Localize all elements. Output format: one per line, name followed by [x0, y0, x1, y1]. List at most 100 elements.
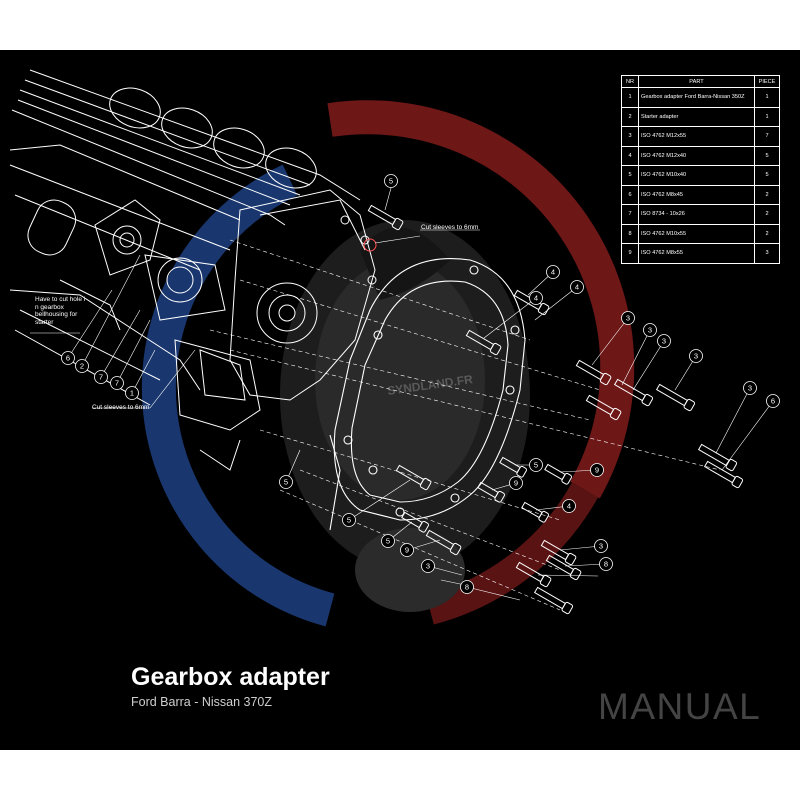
balloon-label: 6 [771, 397, 775, 406]
row-part: ISO 4762 M8x45 [638, 184, 755, 205]
header-nr: NR [621, 75, 639, 88]
balloon: 7 [94, 370, 108, 384]
row-part: Gearbox adapter Ford Barra-Nissan 350Z [638, 87, 755, 108]
parts-table-header: NR PART PIECE [621, 75, 780, 88]
row-part: ISO 8734 - 10x26 [638, 204, 755, 225]
engine-block [9, 69, 377, 471]
header-part: PART [638, 75, 755, 88]
row-nr: 5 [621, 165, 639, 186]
balloon: 4 [529, 291, 543, 305]
drawing-sheet: SYNDLAND.FR [0, 50, 800, 750]
watermark-gear-logo: SYNDLAND.FR [141, 100, 635, 627]
balloon: 5 [279, 475, 293, 489]
balloon-label: 8 [604, 560, 608, 569]
balloon: 3 [621, 311, 635, 325]
balloon-label: 8 [465, 583, 469, 592]
balloon-label: 3 [648, 326, 652, 335]
row-nr: 3 [621, 126, 639, 147]
balloon-label: 7 [115, 379, 119, 388]
manual-label: MANUAL [598, 686, 762, 727]
balloon-label: 2 [80, 362, 84, 371]
balloon-label: 3 [426, 562, 430, 571]
balloon-label: 9 [405, 546, 409, 555]
row-part: Starter adapter [638, 106, 755, 127]
row-nr: 7 [621, 204, 639, 225]
balloon: 9 [509, 476, 523, 490]
balloon: 4 [570, 280, 584, 294]
balloon-label: 1 [130, 389, 134, 398]
balloon: 1 [125, 386, 139, 400]
balloon-label: 3 [748, 384, 752, 393]
balloon: 8 [460, 580, 474, 594]
row-piece: 7 [754, 126, 780, 147]
balloon: 5 [529, 458, 543, 472]
cut-sleeves-note-bottom: Cut sleeves to 6mm [92, 404, 150, 411]
balloon-label: 5 [386, 537, 390, 546]
balloon-label: 5 [347, 516, 351, 525]
row-part: ISO 4762 M10x55 [638, 223, 755, 244]
row-piece: 2 [754, 223, 780, 244]
exploded-assembly-drawing: SYNDLAND.FR [9, 69, 780, 627]
balloon-label: 4 [575, 283, 579, 292]
balloon-label: 9 [595, 466, 599, 475]
balloon: 3 [743, 381, 757, 395]
page-title: Gearbox adapter [131, 663, 330, 691]
watermark-gear-blue [141, 164, 335, 627]
row-piece: 5 [754, 165, 780, 186]
balloon: 5 [342, 513, 356, 527]
row-nr: 9 [621, 243, 639, 264]
row-nr: 1 [621, 87, 639, 108]
row-part: ISO 4762 M8x55 [638, 243, 755, 264]
balloon-label: 7 [99, 373, 103, 382]
balloon-label: 3 [626, 314, 630, 323]
balloon-label: 4 [534, 294, 538, 303]
balloon-label: 9 [514, 479, 518, 488]
balloon: 6 [61, 351, 75, 365]
balloon: 9 [590, 463, 604, 477]
balloon-label: 5 [284, 478, 288, 487]
balloon-label: 3 [662, 337, 666, 346]
row-nr: 6 [621, 184, 639, 205]
adapter-plate [329, 258, 526, 531]
balloon: 3 [689, 349, 703, 363]
alignment-lines [209, 239, 721, 611]
balloon-label: 5 [534, 461, 538, 470]
row-part: ISO 4762 M12x40 [638, 145, 755, 166]
row-piece: 1 [754, 106, 780, 127]
row-piece: 2 [754, 204, 780, 225]
balloon: 8 [599, 557, 613, 571]
balloon-label: 3 [599, 542, 603, 551]
header-piece: PIECE [754, 75, 780, 88]
row-piece: 3 [754, 243, 780, 264]
balloon: 2 [75, 359, 89, 373]
balloon: 3 [657, 334, 671, 348]
row-piece: 1 [754, 87, 780, 108]
balloon: 6 [766, 394, 780, 408]
balloon: 4 [546, 265, 560, 279]
balloon: 4 [562, 499, 576, 513]
row-piece: 5 [754, 145, 780, 166]
bolts [367, 204, 744, 615]
row-piece: 2 [754, 184, 780, 205]
row-part: ISO 4762 M12x55 [638, 126, 755, 147]
balloon-label: 4 [567, 502, 571, 511]
cut-sleeves-note-top: Cut sleeves to 6mm [421, 224, 479, 231]
balloon-label: 4 [551, 268, 555, 277]
page-subtitle: Ford Barra - Nissan 370Z [131, 695, 273, 709]
balloon: 9 [400, 543, 414, 557]
row-nr: 2 [621, 106, 639, 127]
row-nr: 4 [621, 145, 639, 166]
balloon-label: 3 [694, 352, 698, 361]
balloon: 5 [381, 534, 395, 548]
starter-hole-note: Have to cut hole i n gearbox bellhousing… [35, 296, 86, 326]
